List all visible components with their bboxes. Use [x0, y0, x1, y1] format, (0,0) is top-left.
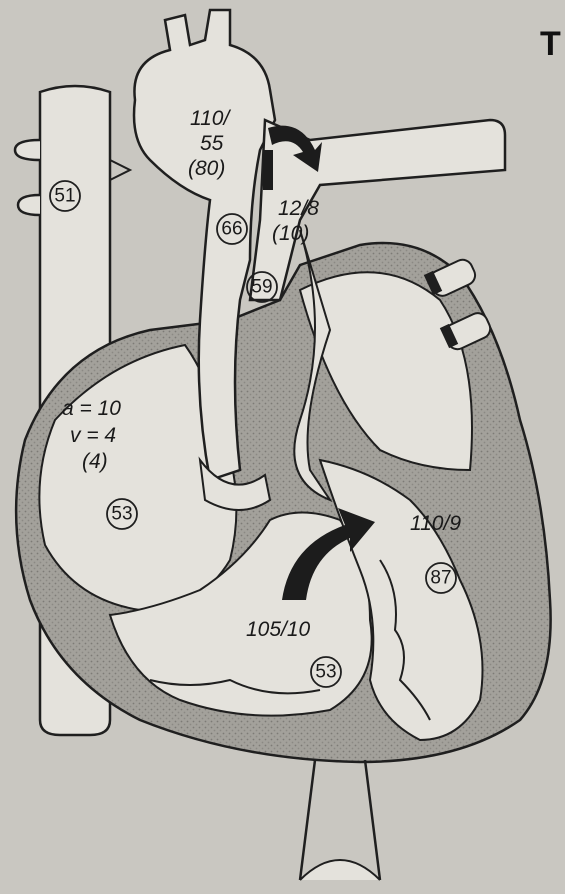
inferior-vena-cava [300, 760, 380, 880]
aorta-pressure-line-1: 110/ [190, 107, 231, 130]
saturation-ra-value: 53 [111, 504, 132, 525]
page-edge-letter: T [540, 25, 561, 63]
saturation-pa-value: 59 [251, 277, 272, 298]
saturation-aorta-value: 66 [221, 219, 242, 240]
saturation-rv-value: 53 [315, 662, 336, 683]
aorta-pressure-line-3: (80) [188, 157, 225, 180]
pa-pressure-line-1: 12/8 [278, 197, 319, 220]
pa-pressure-line-2: (10) [272, 222, 309, 245]
saturation-svc-value: 51 [54, 186, 75, 207]
rv-pressure: 105/10 [246, 618, 311, 641]
aorta-pressure-line-2: 55 [200, 132, 224, 155]
ra-pressure-line-1: a = 10 [62, 397, 121, 420]
lv-pressure: 110/9 [410, 512, 461, 535]
saturation-lv-value: 87 [430, 568, 451, 589]
ra-pressure-line-2: v = 4 [70, 424, 116, 447]
ra-pressure-line-3: (4) [82, 450, 108, 473]
